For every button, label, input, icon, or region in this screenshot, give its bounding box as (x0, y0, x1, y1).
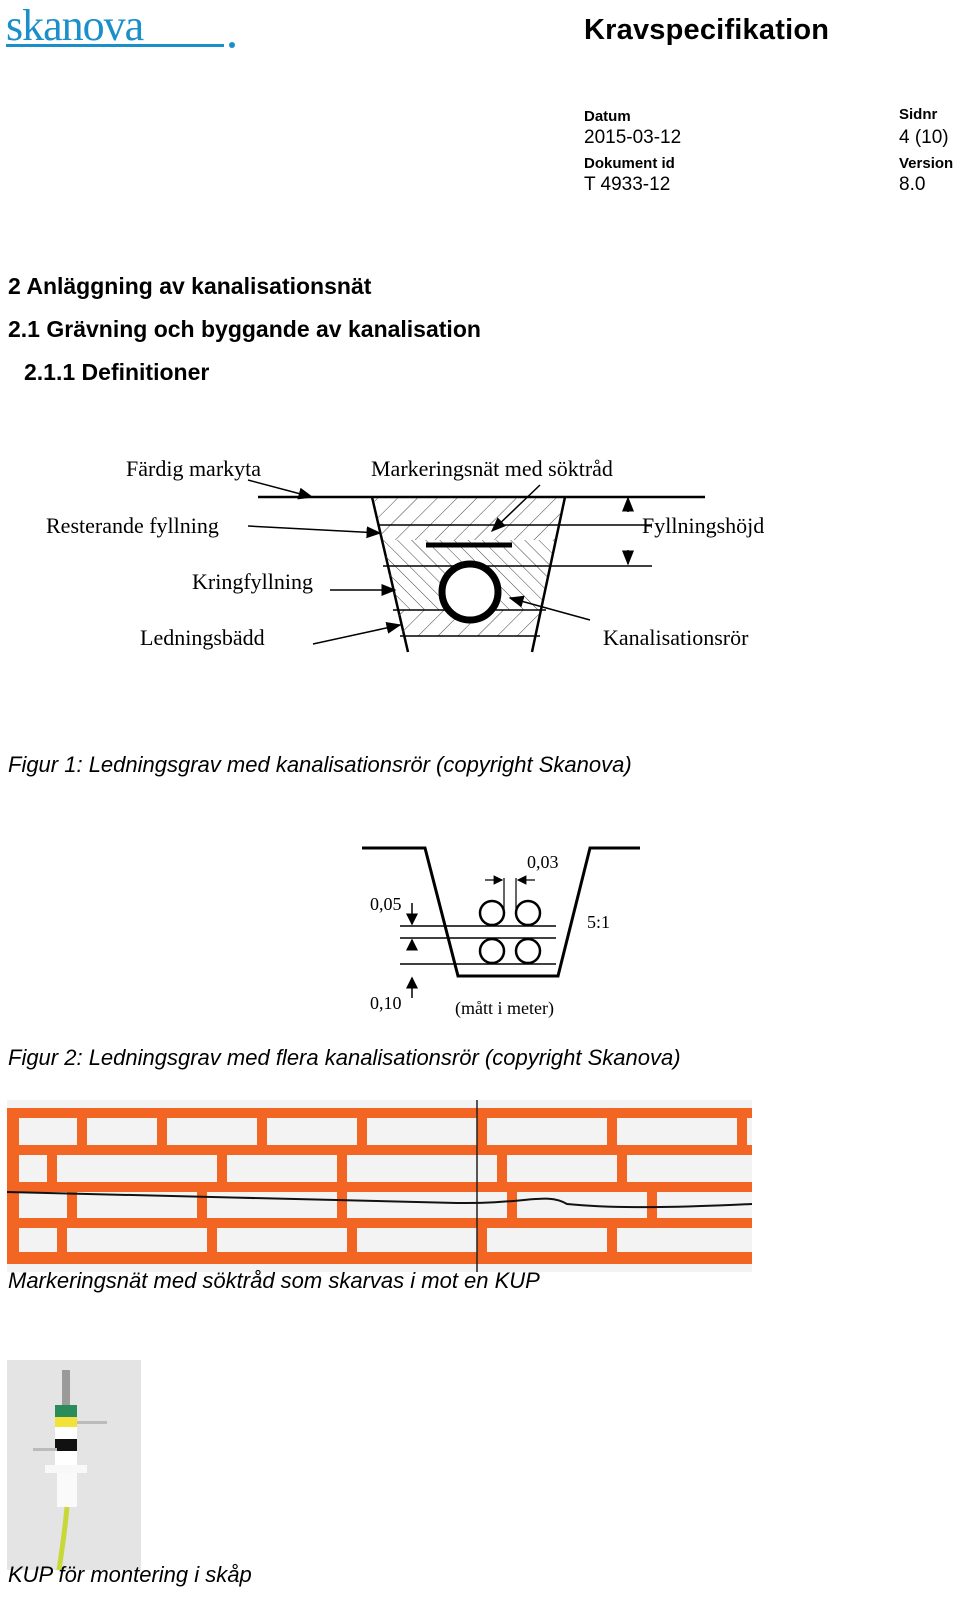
heading-level-3: 2.1.1 Definitioner (24, 359, 210, 385)
figure-1-caption: Figur 1: Ledningsgrav med kanalisationsr… (8, 752, 632, 777)
sidnr-value: 4 (10) (899, 127, 949, 148)
dim-label-003: 0,03 (527, 852, 559, 872)
label-kanalisationsror: Kanalisationsrör (603, 625, 749, 650)
kup-photo (7, 1360, 141, 1570)
dim-label-010: 0,10 (370, 993, 402, 1013)
document-title: Kravspecifikation (584, 14, 830, 46)
label-ledningsbadd: Ledningsbädd (140, 625, 265, 650)
version-value: 8.0 (899, 174, 926, 195)
label-fardig-markyta: Färdig markyta (126, 456, 261, 481)
sidnr-label: Sidnr (899, 106, 938, 123)
dokument-id-value: T 4933-12 (584, 174, 671, 195)
label-kringfyllning: Kringfyllning (192, 569, 313, 594)
datum-value: 2015-03-12 (584, 127, 682, 148)
skanova-logo: skanova (6, 2, 235, 50)
marking-net-photo (7, 1100, 752, 1272)
logo-text: skanova (6, 2, 144, 50)
label-resterande-fyllning: Resterande fyllning (46, 513, 219, 538)
units-label: (mått i meter) (455, 998, 554, 1019)
ratio-label: 5:1 (587, 912, 610, 932)
label-fyllningshojd: Fyllningshöjd (642, 513, 764, 538)
dokument-id-label: Dokument id (584, 155, 675, 172)
label-markeringsnat: Markeringsnät med söktråd (371, 456, 613, 481)
heading-level-2: 2.1 Grävning och byggande av kanalisatio… (8, 316, 481, 342)
dim-label-005: 0,05 (370, 894, 402, 914)
figure-1-trench-diagram: Färdig markyta Markeringsnät med söktråd… (46, 456, 764, 653)
figure-2-caption: Figur 2: Ledningsgrav med flera kanalisa… (8, 1045, 681, 1070)
version-label: Version (899, 155, 954, 172)
kup-caption: KUP för montering i skåp (8, 1562, 252, 1587)
marking-net-caption: Markeringsnät med söktråd som skarvas i … (8, 1268, 540, 1293)
figure-2-multi-pipe-diagram: 0,03 0,05 5:1 0,10 (mått i meter) (362, 846, 640, 1019)
heading-level-1: 2 Anläggning av kanalisationsnät (8, 273, 372, 299)
datum-label: Datum (584, 108, 631, 125)
